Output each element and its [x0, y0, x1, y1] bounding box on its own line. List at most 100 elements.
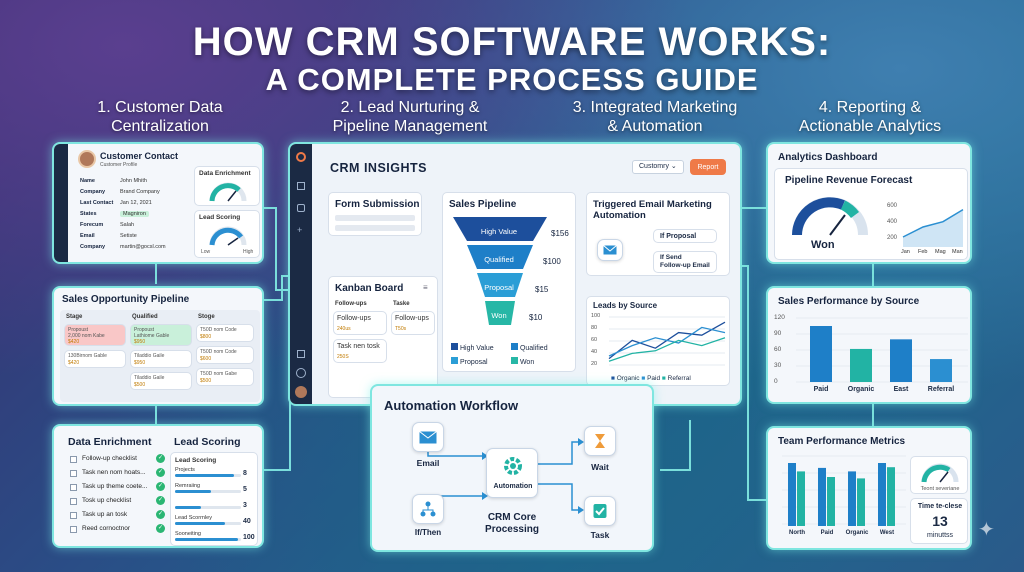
gear-icon[interactable]: [296, 368, 306, 378]
analytics-title: Analytics Dashboard: [778, 152, 878, 163]
customer-dropdown[interactable]: Customry ⌄: [632, 160, 684, 174]
wait-label: Wait: [591, 462, 609, 472]
perf-tick: 90: [774, 330, 782, 337]
field-value: Brand Company: [120, 189, 160, 195]
form-field[interactable]: [335, 225, 415, 231]
report-button[interactable]: Report: [690, 159, 726, 175]
score-bar: [175, 522, 225, 525]
leads-legend: ■ Organic ■ Paid ■ Referral: [611, 375, 691, 382]
envelope-icon[interactable]: [597, 239, 623, 261]
checklist-label: Task nen nom hoats...: [82, 469, 146, 476]
opp-card[interactable]: Tiladdio Gaile$500: [130, 372, 192, 390]
kanban-col: Follow-ups: [335, 301, 367, 307]
lead-scoring-label: Lead Scoring: [199, 214, 241, 221]
branch-icon[interactable]: [412, 494, 444, 524]
team-bar-west: [878, 463, 886, 526]
pipeline-funnel: [453, 217, 547, 325]
lead-tick: 100: [591, 313, 601, 319]
kanban-title: Kanban Board: [335, 283, 404, 294]
opp-card[interactable]: 130Birnom Gable$420: [64, 350, 126, 368]
team-category: Paid: [820, 530, 834, 536]
form-field[interactable]: [335, 215, 415, 221]
forecast-month: Man: [952, 249, 963, 255]
scoring-head: Lead Scoring: [175, 457, 217, 464]
forecast-tick: 600: [887, 203, 898, 209]
pipeline-legend-3: Proposal: [451, 357, 488, 366]
chart-icon[interactable]: [297, 350, 305, 358]
automation-core-node[interactable]: Automation: [486, 448, 538, 498]
ttc-label: Time te-clese: [917, 503, 963, 510]
won-label: Won: [811, 239, 835, 251]
pipeline-legend-1: High Value: [451, 343, 494, 352]
crm-sidebar: +: [290, 144, 312, 404]
user-avatar[interactable]: [295, 386, 307, 398]
checklist-item[interactable]: Follow-up checklist✓: [70, 454, 166, 466]
lead-scoring-gauge: [209, 226, 247, 246]
forecast-line-chart: [902, 209, 964, 247]
checklist-label: Follow-up checklist: [82, 455, 137, 462]
checkbox: [70, 456, 77, 463]
if-proposal-node[interactable]: If Proposal: [653, 229, 717, 243]
plus-icon[interactable]: +: [297, 225, 303, 235]
task-label: Task: [590, 530, 610, 540]
step4-header: 4. Reporting & Actionable Analytics: [798, 99, 942, 135]
step3-header: 3. Integrated Marketing & Automation: [572, 99, 738, 135]
perf-tick: 30: [774, 362, 782, 369]
stage-qualified: Qualified: [484, 255, 514, 264]
email-icon[interactable]: [412, 422, 444, 452]
grid-icon[interactable]: [297, 204, 305, 212]
checkbox: [70, 484, 77, 491]
leads-title: Leads by Source: [593, 301, 658, 310]
team-category: West: [879, 530, 895, 536]
enrichment-card: Data Enrichment: [194, 166, 260, 206]
field-value: John Mhith: [120, 178, 147, 184]
email-label: Email: [416, 458, 440, 468]
if-send-node[interactable]: If Send Follow-up Email: [653, 251, 717, 273]
lead-tick: 20: [591, 361, 598, 367]
opp-card[interactable]: Tiladdio Gaile$950: [130, 350, 192, 368]
menu-icon[interactable]: [297, 182, 305, 190]
crm-core-label: CRM Core Processing: [485, 512, 539, 535]
perf-tick: 120: [774, 314, 785, 321]
bar-organic: [850, 348, 872, 382]
score-label: Sooneiting: [175, 531, 201, 537]
severity-gauge: [921, 463, 959, 483]
lead-tick: 80: [591, 325, 598, 331]
forecast-tick: 400: [887, 219, 898, 225]
forecast-tick: 200: [887, 235, 898, 241]
opp-card[interactable]: T50D nom Code$800: [196, 324, 254, 342]
score-value: 8: [243, 470, 247, 477]
team-category: Organic: [845, 530, 869, 536]
forecast-line: [902, 209, 964, 238]
enrichment-label: Data Enrichment: [199, 170, 251, 177]
opp-card[interactable]: T50D nom Gabe$500: [196, 368, 254, 386]
checklist-item[interactable]: Reed cornoctnor✓: [70, 524, 166, 536]
ttc-value: 13: [932, 513, 948, 529]
checklist-item[interactable]: Tosk up checklist✓: [70, 496, 166, 508]
enrichment-gauge: [209, 182, 247, 202]
score-bar: [175, 538, 238, 541]
checklist-item[interactable]: Task nen nom hoats...✓: [70, 468, 166, 480]
checklist-item[interactable]: Task up theme coete...✓: [70, 482, 166, 494]
field-value: Salah: [120, 222, 135, 228]
hourglass-icon[interactable]: [584, 426, 616, 456]
triggered-email-card: Triggered Email Marketing Automation If …: [586, 192, 730, 276]
score-value: 5: [243, 486, 247, 493]
opp-card[interactable]: T50D nom Code$600: [196, 346, 254, 364]
hub-icon[interactable]: [296, 152, 306, 162]
checklist-item[interactable]: Task up an tosk✓: [70, 510, 166, 522]
page-subtitle: A COMPLETE PROCESS GUIDE: [265, 62, 759, 97]
filter-icon[interactable]: ≡: [423, 283, 428, 292]
checkbox: [70, 526, 77, 533]
checkbox: [70, 512, 77, 519]
task-check-icon[interactable]: [584, 496, 616, 526]
